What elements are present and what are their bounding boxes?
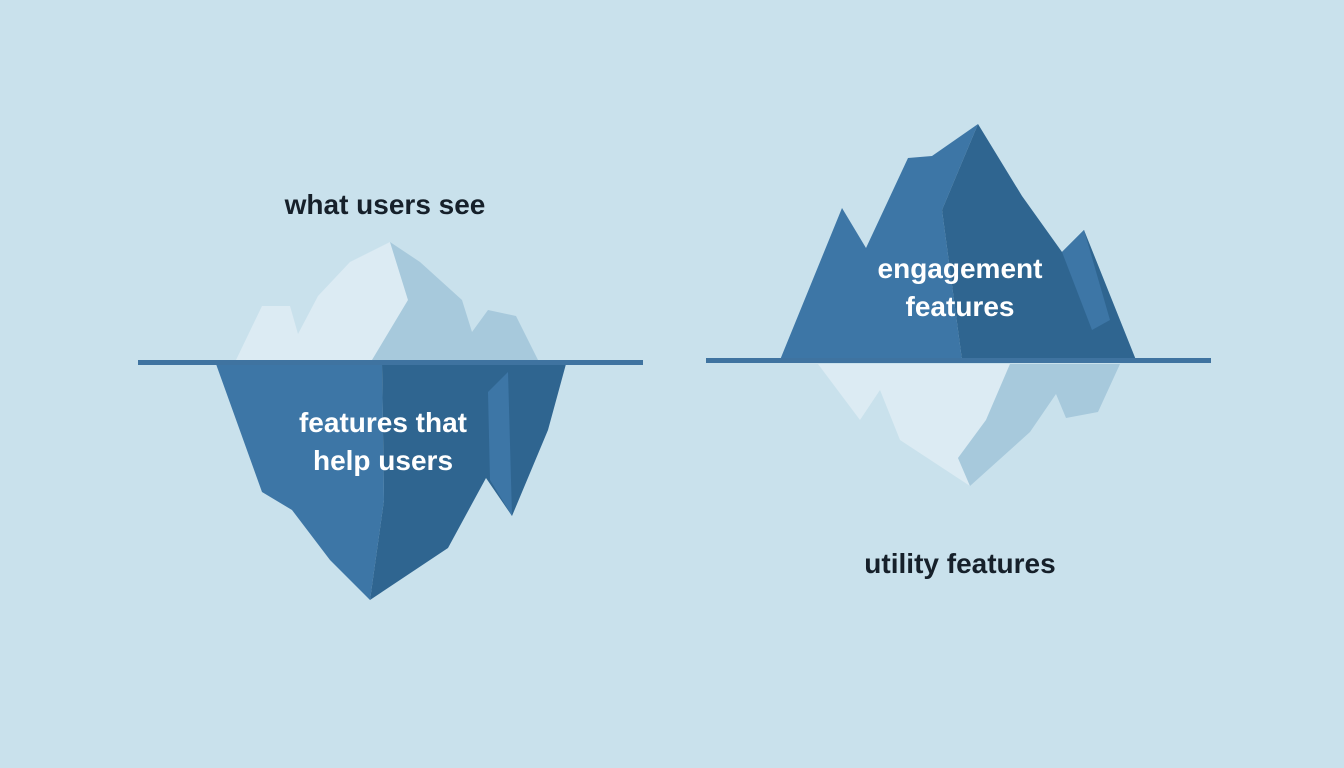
left-above-water-text: what users see [284, 189, 486, 220]
left-below-water-line-2: help users [312, 445, 454, 476]
right-iceberg [706, 124, 1211, 486]
right-iceberg-peak [780, 124, 1136, 360]
right-above-water-line-2: features [905, 291, 1015, 322]
left-iceberg-tip [236, 242, 538, 360]
left-waterline [138, 360, 643, 365]
right-waterline [706, 358, 1211, 363]
right-iceberg-underwater-mass [818, 364, 1120, 486]
left-iceberg-underwater-mass [216, 364, 566, 600]
right-below-water-text: utility features [864, 548, 1056, 579]
left-below-water-label: features that help users [230, 404, 536, 480]
left-above-water-label: what users see [240, 186, 530, 224]
right-above-water-line-1: engagement [877, 253, 1043, 284]
left-iceberg [138, 242, 643, 600]
left-below-water-line-1: features that [298, 407, 468, 438]
right-below-water-label: utility features [800, 545, 1120, 583]
right-above-water-label: engagement features [830, 250, 1090, 326]
